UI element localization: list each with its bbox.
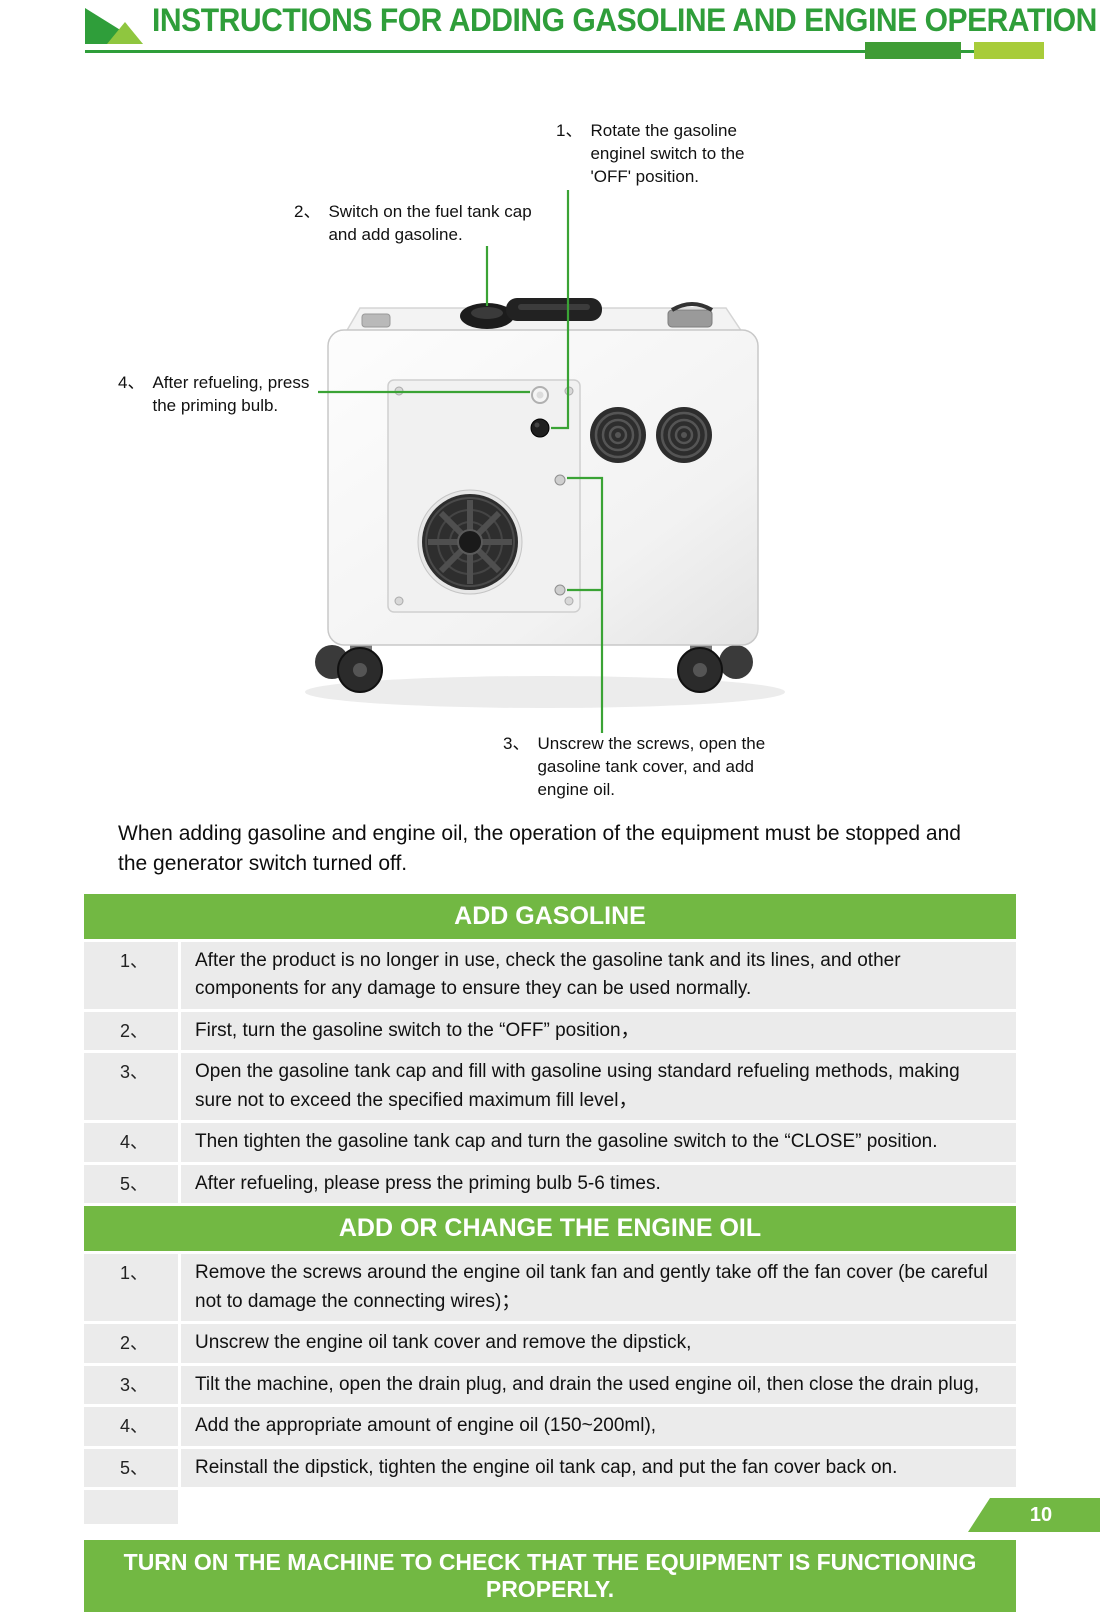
row-text: Reinstall the dipstick, tighten the engi… bbox=[181, 1448, 1016, 1488]
callout-1: 1、 Rotate the gasoline enginel switch to… bbox=[556, 120, 766, 189]
callout-number: 1、 bbox=[556, 121, 583, 140]
row-number: 2、 bbox=[84, 1011, 178, 1051]
section-title-engine-oil: ADD OR CHANGE THE ENGINE OIL bbox=[84, 1206, 1016, 1252]
table-row: 1、Remove the screws around the engine oi… bbox=[84, 1254, 1016, 1322]
callout-3: 3、 Unscrew the screws, open the gasoline… bbox=[503, 733, 779, 802]
section-title-add-gasoline: ADD GASOLINE bbox=[84, 893, 1016, 939]
page-title: INSTRUCTIONS FOR ADDING GASOLINE AND ENG… bbox=[152, 2, 1097, 38]
vent-grille bbox=[656, 407, 712, 463]
table-row: 5、After refueling, please press the prim… bbox=[84, 1164, 1016, 1204]
row-text: Add the appropriate amount of engine oil… bbox=[181, 1407, 1016, 1446]
table-row: 3、Tilt the machine, open the drain plug,… bbox=[84, 1365, 1016, 1405]
callout-text: Rotate the gasoline enginel switch to th… bbox=[590, 121, 745, 186]
vent-grille bbox=[590, 407, 646, 463]
instruction-tables: ADD GASOLINE 1、After the product is no l… bbox=[84, 893, 1016, 1525]
row-text: Tilt the machine, open the drain plug, a… bbox=[181, 1365, 1016, 1405]
callout-leader-lines bbox=[318, 190, 604, 733]
empty-row bbox=[84, 1490, 1016, 1525]
callout-text: After refueling, press the priming bulb. bbox=[152, 373, 310, 415]
row-number: 2、 bbox=[84, 1324, 178, 1363]
row-number: 5、 bbox=[84, 1164, 178, 1204]
row-text: First, turn the gasoline switch to the “… bbox=[181, 1011, 1016, 1051]
table-row: 2、Unscrew the engine oil tank cover and … bbox=[84, 1324, 1016, 1363]
row-text: Remove the screws around the engine oil … bbox=[181, 1254, 1016, 1322]
triangle-logo-icon bbox=[85, 8, 143, 44]
row-number: 5、 bbox=[84, 1448, 178, 1488]
header-divider bbox=[85, 50, 1013, 53]
cooling-fan bbox=[417, 489, 523, 595]
add-gasoline-rows: 1、After the product is no longer in use,… bbox=[84, 941, 1016, 1204]
callout-number: 3、 bbox=[503, 734, 530, 753]
row-number: 1、 bbox=[84, 941, 178, 1009]
table-row: 3、Open the gasoline tank cap and fill wi… bbox=[84, 1053, 1016, 1121]
callout-text: Switch on the fuel tank cap and add gaso… bbox=[328, 202, 532, 244]
machine-illustration bbox=[305, 190, 785, 733]
callout-text: Unscrew the screws, open the gasoline ta… bbox=[537, 734, 766, 799]
empty-row-number-cell bbox=[84, 1490, 178, 1525]
callout-4: 4、 After refueling, press the priming bu… bbox=[118, 372, 324, 418]
footer-banner: TURN ON THE MACHINE TO CHECK THAT THE EQ… bbox=[84, 1540, 1016, 1612]
panel-screw bbox=[554, 474, 566, 486]
row-text: After refueling, please press the primin… bbox=[181, 1164, 1016, 1204]
engine-oil-rows: 1、Remove the screws around the engine oi… bbox=[84, 1254, 1016, 1488]
table-row: 1、After the product is no longer in use,… bbox=[84, 941, 1016, 1009]
header-accent-block-light bbox=[974, 42, 1044, 59]
empty-row-text-cell bbox=[181, 1490, 1016, 1524]
page-number-badge: 10 bbox=[968, 1498, 1100, 1532]
row-number: 4、 bbox=[84, 1123, 178, 1162]
table-row: 4、Add the appropriate amount of engine o… bbox=[84, 1407, 1016, 1446]
machine-diagram: 1、 Rotate the gasoline enginel switch to… bbox=[0, 70, 1100, 815]
warning-note: When adding gasoline and engine oil, the… bbox=[118, 822, 961, 876]
panel-screw bbox=[554, 584, 566, 596]
row-number: 3、 bbox=[84, 1053, 178, 1121]
row-text: Open the gasoline tank cap and fill with… bbox=[181, 1053, 1016, 1121]
row-text: Then tighten the gasoline tank cap and t… bbox=[181, 1123, 1016, 1162]
row-text: After the product is no longer in use, c… bbox=[181, 941, 1016, 1009]
row-number: 3、 bbox=[84, 1365, 178, 1405]
page-header: INSTRUCTIONS FOR ADDING GASOLINE AND ENG… bbox=[0, 0, 1100, 70]
table-row: 2、First, turn the gasoline switch to the… bbox=[84, 1011, 1016, 1051]
table-row: 4、Then tighten the gasoline tank cap and… bbox=[84, 1123, 1016, 1162]
row-text: Unscrew the engine oil tank cover and re… bbox=[181, 1324, 1016, 1363]
callout-2: 2、 Switch on the fuel tank cap and add g… bbox=[294, 201, 546, 247]
row-number: 1、 bbox=[84, 1254, 178, 1322]
row-number: 4、 bbox=[84, 1407, 178, 1446]
header-accent-block-dark bbox=[865, 42, 961, 59]
callout-number: 2、 bbox=[294, 202, 321, 221]
table-row: 5、Reinstall the dipstick, tighten the en… bbox=[84, 1448, 1016, 1488]
engine-switch-port bbox=[530, 418, 550, 438]
callout-number: 4、 bbox=[118, 373, 145, 392]
